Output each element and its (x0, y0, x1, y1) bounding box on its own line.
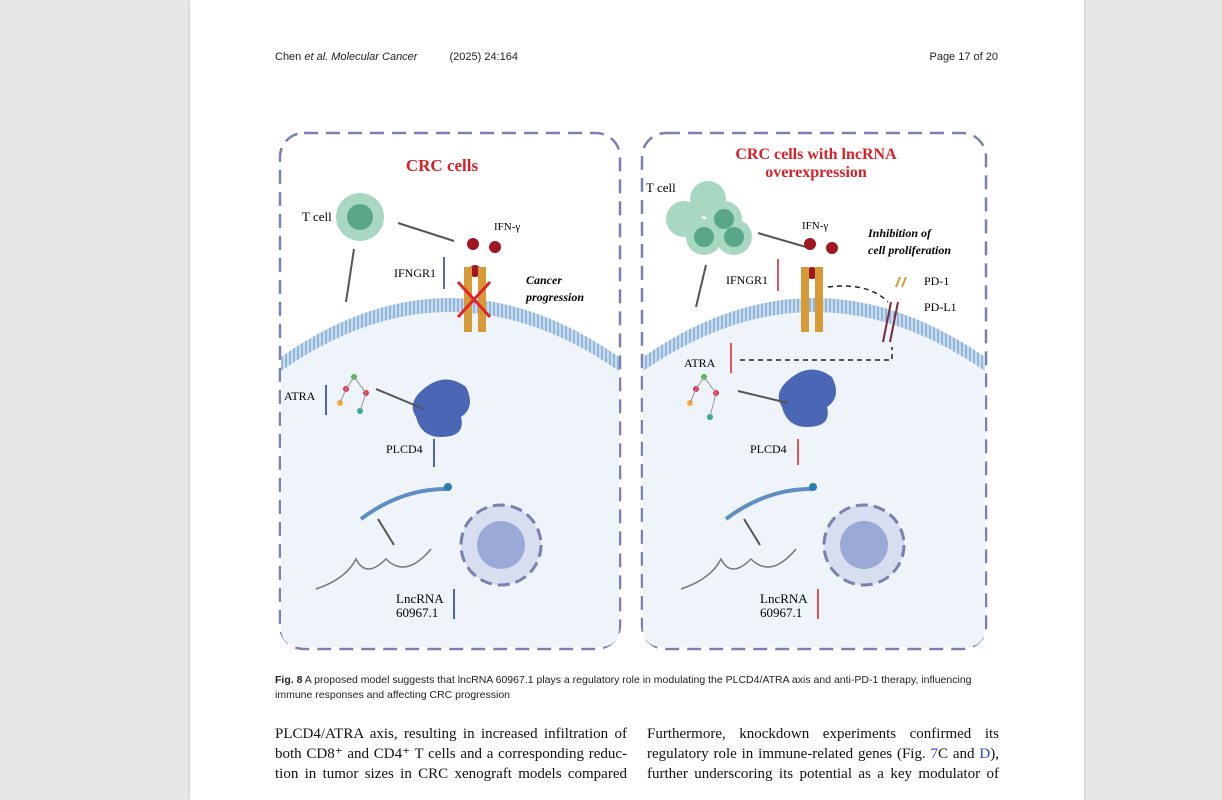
svg-text:PD-L1: PD-L1 (924, 300, 957, 314)
svg-text:IFN-γ: IFN-γ (802, 220, 828, 232)
page-number: Page 17 of 20 (929, 51, 998, 63)
block-x-icon (456, 280, 492, 319)
svg-text:LncRNA: LncRNA (396, 591, 444, 606)
svg-text:IFNGR1: IFNGR1 (394, 266, 436, 280)
svg-text:T cell: T cell (646, 180, 676, 195)
lncrna-icon (315, 548, 432, 590)
right-panel: CRC cells with lncRNA overexpression T c… (640, 131, 988, 651)
svg-text:60967.1: 60967.1 (396, 605, 438, 620)
svg-text:PLCD4: PLCD4 (386, 442, 423, 456)
left-panel: CRC cells T cell IFN-γ IFNGR1 Cancer pro… (278, 131, 622, 651)
cell-membrane (643, 298, 985, 371)
journal-name: et al. Molecular Cancer (304, 51, 418, 63)
svg-text:PLCD4: PLCD4 (750, 442, 787, 456)
mrna-icon (724, 487, 812, 521)
svg-text:Inhibition of: Inhibition of (867, 226, 932, 240)
svg-text:ATRA: ATRA (284, 389, 316, 403)
svg-text:ATRA: ATRA (684, 356, 716, 370)
svg-text:Cancer: Cancer (526, 273, 562, 287)
mrna-icon (359, 487, 447, 521)
svg-text:LncRNA: LncRNA (760, 591, 808, 606)
svg-text:T cell: T cell (302, 209, 332, 224)
atra-molecule-icon (687, 374, 719, 420)
svg-text:PD-1: PD-1 (924, 274, 949, 288)
atra-molecule-icon (337, 374, 369, 414)
pdl1-icon (882, 301, 899, 343)
svg-text:IFN-γ: IFN-γ (494, 221, 520, 233)
lncrna-icon (680, 548, 797, 590)
t-cell-cluster-icon (666, 181, 752, 255)
svg-text:CRC cells with lncRNA: CRC cells with lncRNA (735, 146, 897, 163)
svg-text:cell proliferation: cell proliferation (868, 243, 951, 257)
running-header: Chen et al. Molecular Cancer(2025) 24:16… (275, 51, 518, 63)
svg-text:progression: progression (525, 290, 584, 304)
document-page: Chen et al. Molecular Cancer(2025) 24:16… (190, 0, 1084, 800)
ifngr1-receptor-icon (801, 267, 809, 332)
svg-text:overexpression: overexpression (765, 164, 867, 181)
cell-membrane (281, 298, 619, 371)
panel-title: CRC cells (406, 156, 479, 175)
svg-text:60967.1: 60967.1 (760, 605, 802, 620)
figure-caption: Fig. 8 A proposed model suggests that ln… (275, 674, 972, 701)
figure-7d-link[interactable]: D (979, 746, 991, 762)
figure-7-link[interactable]: 7 (930, 746, 939, 762)
citation: (2025) 24:164 (449, 51, 518, 63)
body-text-left-column: PLCD4/ATRA axis, resulting in increased … (275, 726, 627, 782)
figure-8-diagram: CRC cells T cell IFN-γ IFNGR1 Cancer pro… (278, 131, 988, 651)
body-text-right-column: Furthermore, knockdown experiments confi… (647, 726, 999, 782)
ifngr1-receptor-icon (464, 267, 472, 332)
pd1-icon (895, 276, 907, 288)
svg-text:IFNGR1: IFNGR1 (726, 273, 768, 287)
plcd4-protein-icon (412, 379, 470, 437)
plcd4-protein-icon (778, 369, 836, 427)
